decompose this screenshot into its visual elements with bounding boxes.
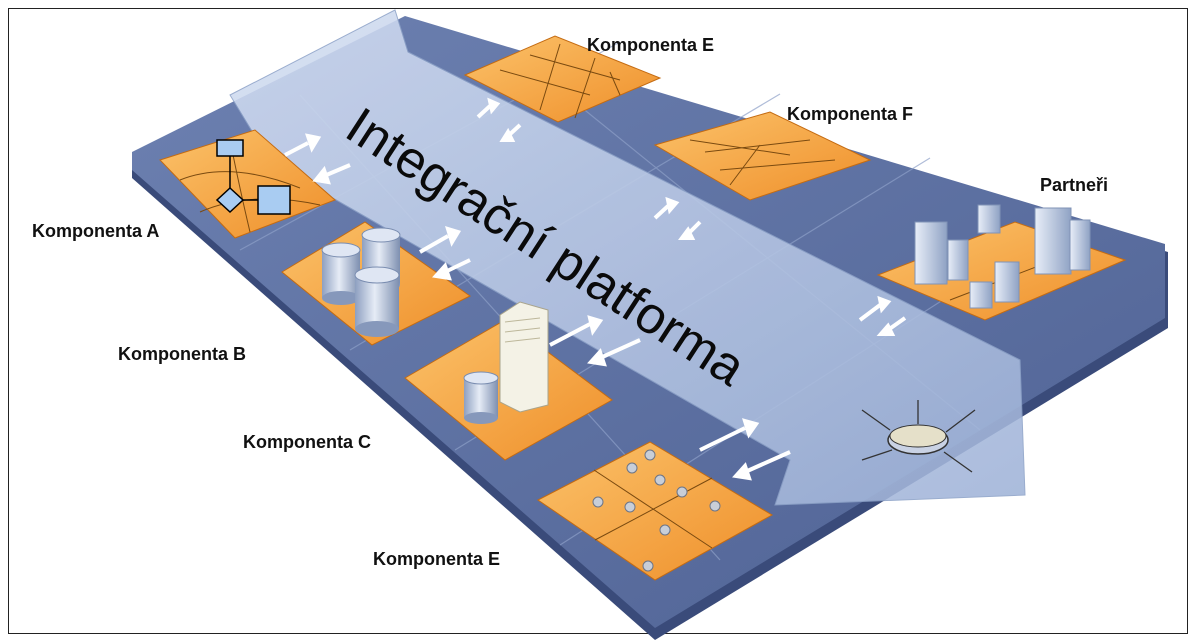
label-komponenta-e-bottom: Komponenta E — [373, 549, 501, 569]
label-komponenta-e-top: Komponenta E — [587, 35, 715, 55]
database-cylinders-icon — [321, 227, 401, 337]
component-e-top-tile — [463, 35, 662, 123]
label-partneri: Partneři — [1040, 175, 1109, 195]
component-a-node-icon — [216, 139, 244, 157]
data-flow-arrows — [284, 97, 907, 481]
bus-hub-icon — [861, 400, 976, 473]
label-komponenta-a: Komponenta A — [32, 221, 160, 241]
database-cylinder-icon — [463, 371, 499, 424]
label-komponenta-f: Komponenta F — [787, 104, 913, 124]
pin-markers-icon — [592, 449, 721, 572]
component-c-tile — [404, 301, 613, 461]
label-komponenta-c: Komponenta C — [243, 432, 371, 452]
component-a-decision-icon — [215, 186, 245, 214]
server-icon — [499, 301, 549, 413]
component-a-tile — [159, 129, 336, 239]
label-komponenta-b: Komponenta B — [118, 344, 246, 364]
partners-tile — [876, 204, 1127, 321]
buildings-icon — [914, 204, 1091, 309]
component-a-process-icon — [257, 185, 291, 215]
component-f-tile — [653, 111, 872, 201]
component-e-bottom-tile — [537, 441, 774, 581]
component-b-tile — [281, 221, 471, 346]
